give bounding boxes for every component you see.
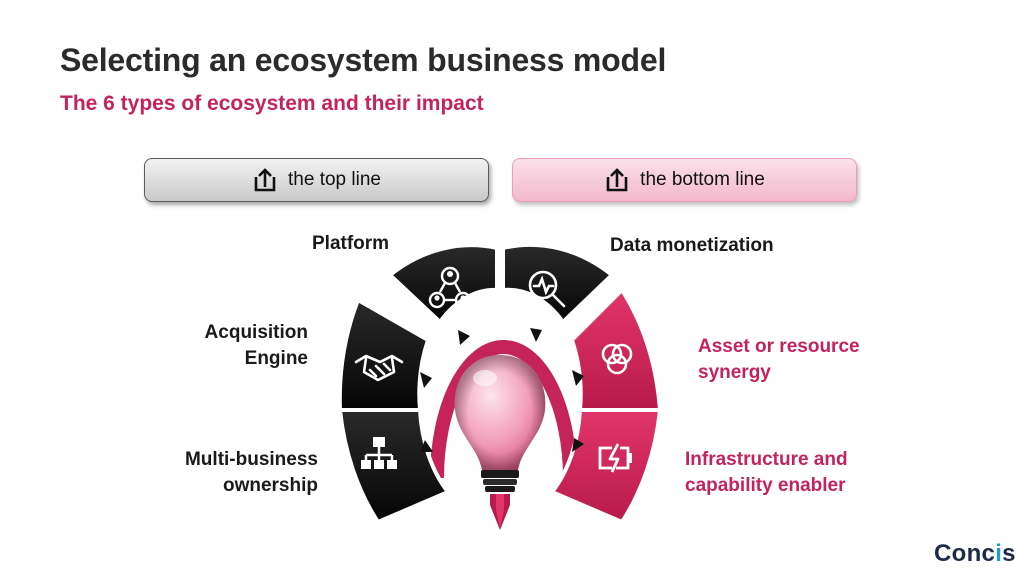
label-asset-line2: synergy xyxy=(698,362,771,383)
label-multi-line1: Multi-business xyxy=(184,449,318,470)
label-multi-business: Multi-business ownership xyxy=(140,447,318,499)
label-acquisition-line2: Engine xyxy=(244,348,308,369)
arrow-up-box-icon xyxy=(604,167,630,193)
bottom-line-label: the bottom line xyxy=(640,169,765,190)
label-asset-line1: Asset or resource xyxy=(698,336,860,357)
label-acquisition-engine: Acquisition Engine xyxy=(168,320,308,372)
top-line-button: the top line xyxy=(144,158,489,202)
label-asset-synergy: Asset or resource synergy xyxy=(698,334,860,386)
segment-data-monetization xyxy=(501,242,616,326)
segment-acquisition-engine xyxy=(337,297,431,412)
bottom-line-button: the bottom line xyxy=(512,158,857,202)
label-multi-line2: ownership xyxy=(222,475,318,496)
lightbulb-icon xyxy=(454,355,546,530)
label-data-monetization: Data monetization xyxy=(610,235,774,256)
label-platform: Platform xyxy=(312,233,390,254)
page-subtitle: The 6 types of ecosystem and their impac… xyxy=(60,92,484,115)
label-infra-line2: capability enabler xyxy=(685,475,846,496)
inner-ring xyxy=(430,340,577,479)
concis-logo: Concis xyxy=(934,540,1016,567)
battery-charging-icon xyxy=(598,443,632,473)
ring-arrows xyxy=(420,328,584,452)
label-infra-line1: Infrastructure and xyxy=(685,449,848,470)
handshake-icon xyxy=(354,354,404,382)
magnifier-chart-icon xyxy=(528,270,566,308)
segment-asset-synergy xyxy=(569,286,663,412)
top-line-label: the top line xyxy=(288,169,381,190)
network-people-icon xyxy=(428,266,472,309)
label-acquisition-line1: Acquisition xyxy=(204,322,308,343)
arrow-up-box-icon xyxy=(252,167,278,193)
page-title: Selecting an ecosystem business model xyxy=(60,42,667,78)
venn-diagram-icon xyxy=(601,343,633,375)
segment-infrastructure xyxy=(548,408,663,525)
org-chart-icon xyxy=(361,437,397,469)
label-infrastructure: Infrastructure and capability enabler xyxy=(685,447,848,499)
